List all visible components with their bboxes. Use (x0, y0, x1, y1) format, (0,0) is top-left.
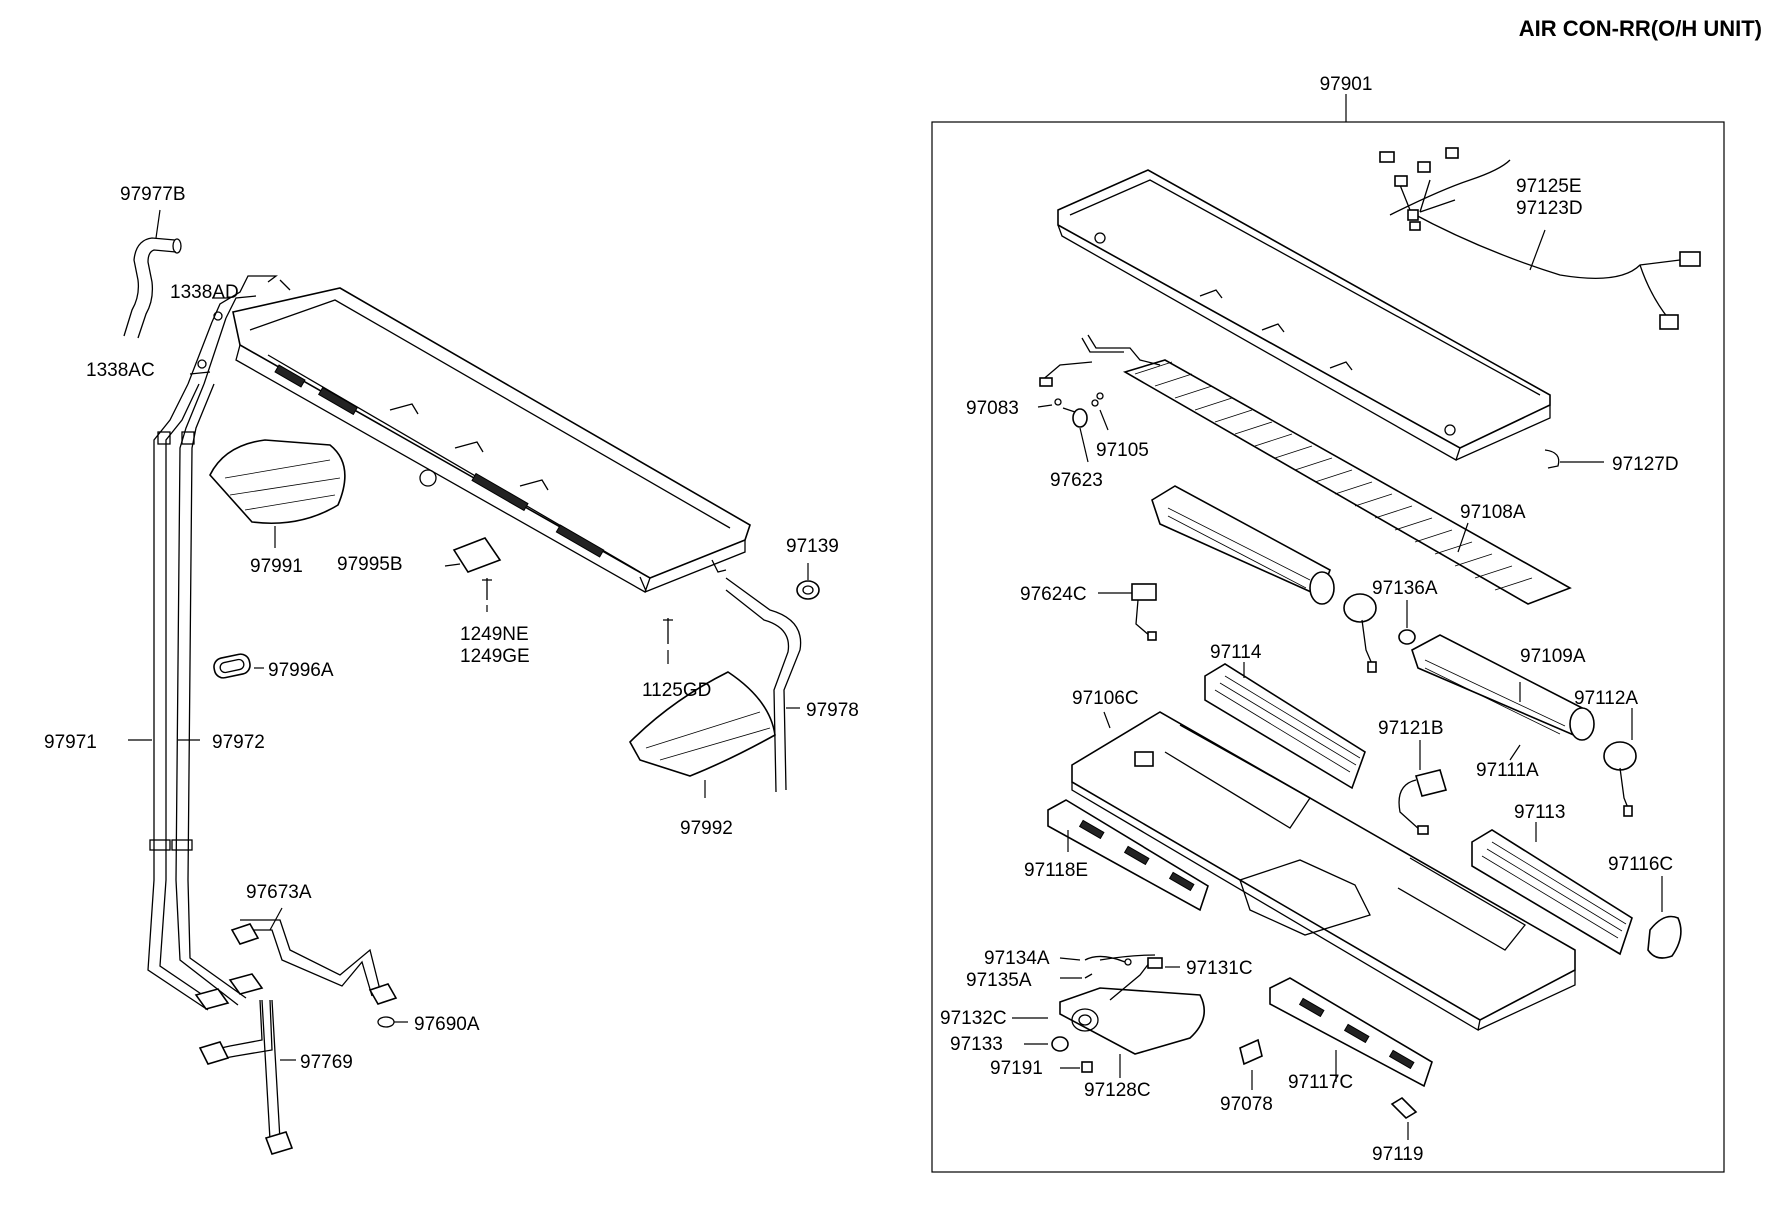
label-1125gd: 1125GD (642, 680, 711, 701)
switch-97078 (1239, 1038, 1263, 1066)
label-97125e: 97125E (1516, 176, 1582, 197)
screw-1249ne (482, 578, 492, 600)
expansion-valve-97623 (1062, 407, 1088, 428)
label-97992: 97992 (680, 818, 733, 839)
label-97114: 97114 (1210, 642, 1262, 663)
label-97135a: 97135A (966, 970, 1032, 991)
label-97977b: 97977B (120, 184, 186, 205)
label-97116c: 97116C (1608, 854, 1673, 875)
label-97112a: 97112A (1574, 688, 1638, 709)
label-97972: 97972 (212, 732, 265, 753)
part-labels: 97901 97977B 1338AD 1338AC 97991 97995B … (44, 74, 1679, 1165)
label-1338ad: 1338AD (170, 282, 239, 303)
control-unit-97121b (1398, 769, 1448, 835)
resistor-97624c (1131, 583, 1157, 641)
label-1338ac: 1338AC (86, 360, 155, 381)
pipe-97769 (198, 999, 294, 1155)
pipe-fittings-lower (194, 973, 264, 1010)
blower-97109a (1411, 634, 1595, 741)
socket-97133 (1051, 1036, 1069, 1052)
grille-97114 (1204, 663, 1366, 790)
pipe-assembly-upper (187, 275, 291, 385)
label-97106c: 97106C (1072, 688, 1139, 709)
cover-panel (1057, 169, 1551, 461)
label-97132c: 97132C (940, 1008, 1007, 1029)
lens-97116c (1647, 915, 1682, 959)
insulator-pad-97991 (209, 439, 346, 525)
label-97136a: 97136A (1372, 578, 1438, 599)
wire-97134a (1084, 955, 1132, 966)
label-97127d: 97127D (1612, 454, 1679, 475)
overhead-unit-housing (232, 287, 751, 593)
label-97971: 97971 (44, 732, 97, 753)
pipes-97971-97972 (147, 383, 247, 1011)
label-97978: 97978 (806, 700, 859, 721)
clip-97996a (213, 653, 251, 679)
label-97108a: 97108A (1460, 502, 1526, 523)
label-97134a: 97134A (984, 948, 1050, 969)
label-97105: 97105 (1096, 440, 1149, 461)
evaporator-97108a (1039, 334, 1572, 605)
label-97191: 97191 (990, 1058, 1043, 1079)
oring-97690a (377, 1016, 395, 1028)
assembly-97901-frame (931, 121, 1725, 1173)
label-97690a: 97690A (414, 1014, 480, 1035)
label-97121b: 97121B (1378, 718, 1444, 739)
label-97996a: 97996A (268, 660, 334, 681)
hose-97978 (725, 577, 802, 793)
label-97623: 97623 (1050, 470, 1103, 491)
label-97139: 97139 (786, 536, 839, 557)
label-97119: 97119 (1372, 1144, 1423, 1165)
grille-97113 (1471, 829, 1633, 956)
vent-97117c (1269, 977, 1433, 1088)
wiring-harness-97125e (1379, 147, 1701, 330)
label-1249ne: 1249NE (460, 624, 529, 645)
valve-97105 (1091, 392, 1104, 407)
label-97117c: 97117C (1288, 1072, 1353, 1093)
label-97131c: 97131C (1186, 958, 1253, 979)
label-97769: 97769 (300, 1052, 353, 1073)
clip-97127d (1544, 449, 1560, 469)
label-97901: 97901 (1320, 74, 1373, 95)
page-title: AIR CON-RR(O/H UNIT) (1518, 16, 1762, 41)
grommet-small (1398, 629, 1416, 645)
label-97083: 97083 (966, 398, 1019, 419)
clip-97119 (1390, 1096, 1418, 1120)
hose-97977b (123, 237, 182, 339)
label-97624c: 97624C (1020, 584, 1087, 605)
knob-97191 (1081, 1061, 1093, 1073)
label-97133: 97133 (950, 1034, 1003, 1055)
case-97106c (1071, 711, 1576, 1032)
label-97123d: 97123D (1516, 198, 1583, 219)
label-97078: 97078 (1220, 1094, 1273, 1115)
vent-97118e (1047, 799, 1209, 912)
pipe-97673a (230, 919, 398, 1005)
insulator-pad-97992 (629, 671, 776, 777)
lamp-assembly-97128c (1059, 954, 1206, 1055)
motor-97136a (1343, 593, 1377, 673)
label-97673a: 97673A (246, 882, 312, 903)
grommet-97139 (796, 580, 820, 600)
label-97111a: 97111A (1476, 760, 1539, 781)
blower-upper (1151, 485, 1335, 605)
label-97995b: 97995B (337, 554, 403, 575)
oring-97083 (1054, 398, 1062, 406)
bulb-97135a (1084, 973, 1093, 979)
motor-97112a (1603, 741, 1637, 817)
screw-1125gd (663, 618, 673, 644)
leader-lines (128, 94, 1663, 1140)
label-97109a: 97109A (1520, 646, 1586, 667)
label-97113: 97113 (1514, 802, 1565, 823)
bracket-97995b (452, 537, 502, 573)
label-97991: 97991 (250, 556, 303, 577)
label-97128c: 97128C (1084, 1080, 1151, 1101)
label-97118e: 97118E (1024, 860, 1088, 881)
label-1249ge: 1249GE (460, 646, 530, 667)
